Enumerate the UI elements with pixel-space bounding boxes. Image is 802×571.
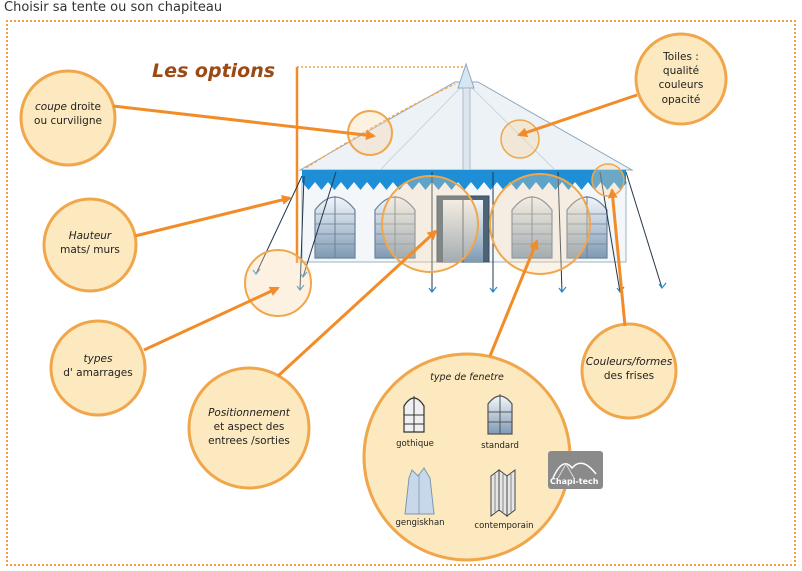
callout-positionnement-circle	[187, 366, 311, 490]
guy-ropes	[252, 171, 667, 293]
frieze-scallop	[510, 182, 523, 190]
arrow-hauteur	[134, 195, 292, 238]
logo-text: Chapi-tech	[550, 477, 599, 486]
callout-positionnement-label: Positionnement et aspect des entrees /so…	[208, 407, 290, 448]
highlight-amarrage	[244, 249, 312, 317]
frieze-scallop	[523, 182, 536, 190]
callout-amarrages-label: types d' amarrages	[63, 353, 133, 380]
callout-frises-label: Couleurs/formes des frises	[585, 356, 673, 383]
frieze-scallop	[471, 182, 484, 190]
rope-peg	[296, 284, 305, 291]
contemporain-window-icon	[490, 469, 516, 517]
rope-peg	[299, 271, 308, 278]
frieze-scallop	[484, 182, 497, 190]
frieze-scallop	[497, 182, 510, 190]
callout-hauteur-label: Hauteur mats/ murs	[60, 230, 120, 257]
standard-window-icon	[487, 394, 513, 435]
frieze-scallop	[536, 182, 549, 190]
tent-frieze	[302, 170, 627, 190]
frieze-scallop	[341, 182, 354, 190]
frieze-scallop	[354, 182, 367, 190]
frieze-scallop	[562, 182, 575, 190]
callout-hauteur-circle	[42, 197, 138, 293]
window-type-icons	[403, 394, 516, 517]
frieze-scallop	[302, 182, 315, 190]
frieze-scallop	[432, 182, 445, 190]
highlight-fenetre	[489, 173, 591, 275]
frieze-scallop	[380, 182, 393, 190]
arrow-frises	[607, 188, 627, 327]
callout-frises-circle	[580, 322, 678, 420]
frieze-scallop	[367, 182, 380, 190]
callout-amarrages-circle	[49, 319, 147, 417]
callout-toiles-circle	[634, 32, 728, 126]
callout-arrows	[112, 93, 638, 378]
rope-peg	[558, 286, 567, 293]
window-types-title: type de fenetre	[430, 372, 504, 383]
page-frame	[6, 20, 796, 566]
guy-rope	[299, 175, 305, 291]
tent-window	[566, 196, 608, 259]
gothique-window-icon	[403, 396, 425, 433]
tent-window	[314, 196, 356, 259]
guy-rope	[625, 171, 663, 289]
guy-rope	[599, 171, 621, 293]
page-title: Choisir sa tente ou son chapiteau	[4, 0, 223, 15]
chapi-tech-logo	[548, 451, 603, 489]
frieze-scallop	[328, 182, 341, 190]
frieze-scallop	[575, 182, 588, 190]
arrow-coupe	[112, 104, 376, 141]
rope-peg	[658, 282, 667, 289]
callout-coupe-label: coupe droite ou curviligne	[34, 101, 102, 128]
options-title: Les options	[152, 60, 276, 82]
rope-peg	[489, 286, 498, 293]
tent-roof	[298, 62, 634, 171]
frieze-scallop	[601, 182, 614, 190]
arrow-toiles	[517, 93, 638, 138]
arrow-positionnement	[276, 229, 438, 378]
guy-rope	[302, 171, 337, 278]
highlight-toile	[500, 119, 540, 159]
guy-rope	[557, 171, 563, 293]
frieze-scallop	[588, 182, 601, 190]
arrow-fenetre	[488, 239, 539, 357]
callout-coupe-circle	[19, 69, 117, 167]
callout-toiles-label: Toiles : qualité couleurs opacité	[658, 51, 704, 106]
guy-rope	[255, 175, 303, 275]
highlight-frise	[591, 163, 625, 197]
highlight-circles	[244, 110, 625, 317]
window-type-standard-label: standard	[481, 441, 519, 451]
window-type-gengiskhan-label: gengiskhan	[395, 518, 445, 528]
window-type-contemporain-label: contemporain	[474, 521, 534, 531]
rope-peg	[252, 268, 261, 275]
highlight-entree	[381, 175, 479, 273]
frieze-scallop	[445, 182, 458, 190]
frieze-scallop	[419, 182, 432, 190]
frieze-scallop	[406, 182, 419, 190]
tent-window	[511, 196, 553, 259]
height-marker	[295, 66, 464, 263]
frieze-scallop	[315, 182, 328, 190]
gengiskhan-window-icon	[404, 467, 435, 515]
rope-peg	[428, 286, 437, 293]
frieze-scallop	[458, 182, 471, 190]
window-type-gothique-label: gothique	[396, 439, 434, 449]
arrow-amarrages	[143, 286, 280, 352]
window-types-circle	[362, 352, 572, 562]
